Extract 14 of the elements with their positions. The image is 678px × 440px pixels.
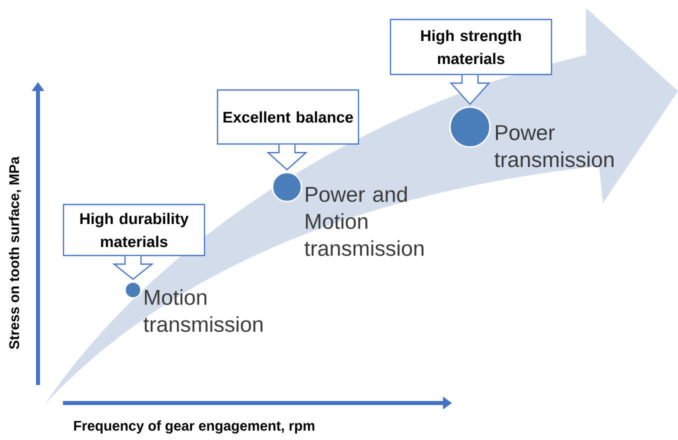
callout-box: High durability materials [62, 204, 206, 256]
dot [449, 106, 491, 148]
axis-label: Stress on tooth surface, MPa [8, 156, 22, 350]
axis-label: Frequency of gear engagement, rpm [74, 420, 314, 434]
callout-box: High strength materials [390, 18, 552, 76]
dot [272, 172, 302, 202]
stage-label: Motion transmission [144, 289, 262, 332]
callout-arrow [450, 74, 490, 106]
callout-arrow [266, 144, 308, 171]
dot [124, 281, 142, 299]
stage-label: Power and Motion transmission [304, 186, 424, 256]
stage-label: Power transmission [494, 125, 614, 168]
callout-box: Excellent balance [216, 89, 360, 145]
callout-arrow [112, 256, 154, 280]
